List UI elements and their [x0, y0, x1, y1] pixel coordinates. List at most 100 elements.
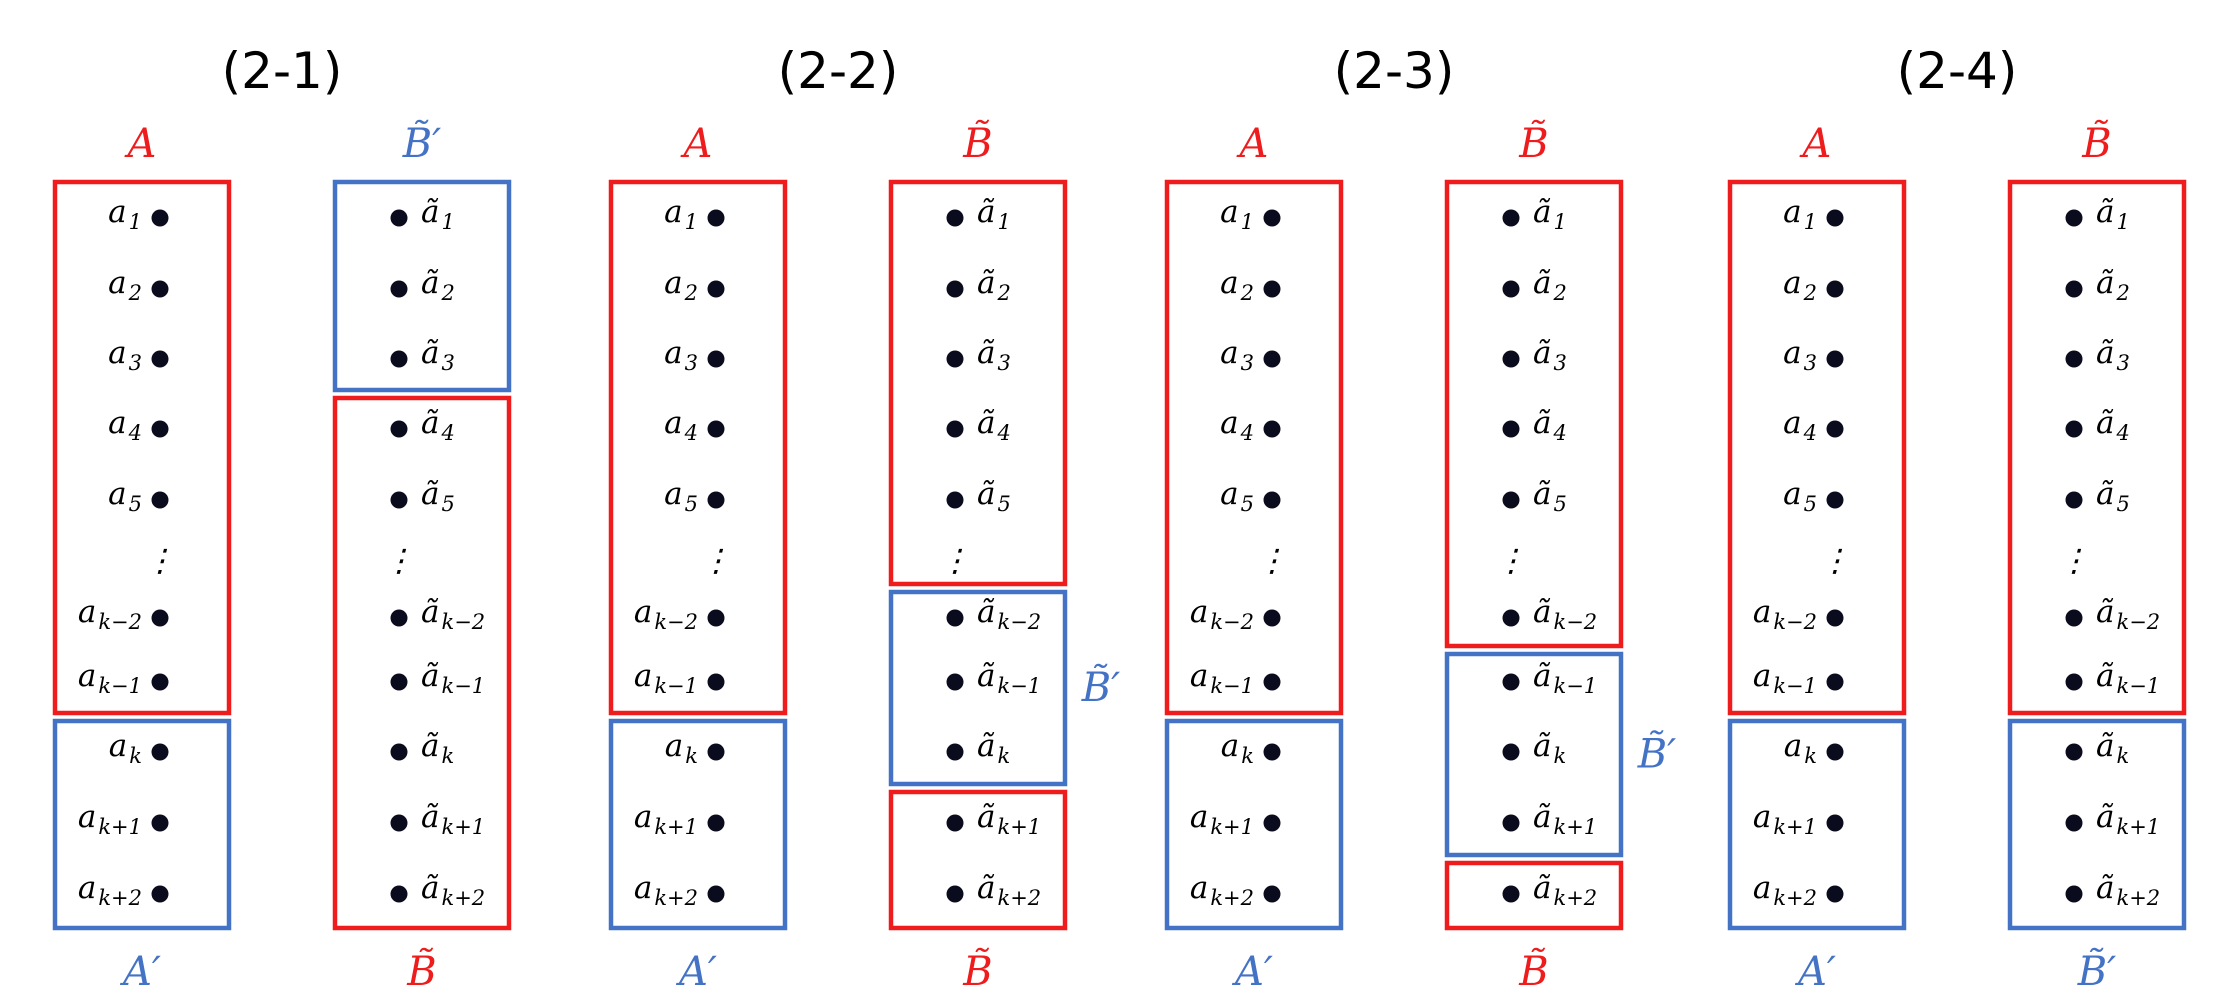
panel-3-right-side-label: B̃′	[1637, 730, 1676, 777]
panel-4-left-element-dot	[1826, 209, 1844, 227]
panel-1: (2-1)AA′a1a2a3a4a5⋮ak−2ak−1akak+1ak+2B̃′…	[52, 42, 512, 995]
panel-2-left-element-label: ak−2	[634, 594, 698, 634]
panel-4-right-top-label: B̃	[2081, 120, 2111, 167]
panel-3-right-element-label: ãk+2	[1533, 870, 1597, 910]
panel-2-left-element-dot	[707, 885, 725, 903]
panel-4-right-element-dot	[2065, 814, 2083, 832]
panel-2-right-element-label: ã1	[977, 194, 1011, 234]
panel-2-right-element-label: ãk−1	[977, 658, 1041, 698]
panel-2-right-element-dot	[946, 350, 964, 368]
panel-1-left-element-dot	[151, 743, 169, 761]
panel-1-right-box-2-red	[332, 395, 512, 931]
panel-title: (2-3)	[1334, 42, 1455, 100]
panel-2-left-element-label: ak	[665, 728, 698, 768]
panel-4-left-element-dot	[1826, 609, 1844, 627]
panel-4-left-element-label: ak	[1784, 728, 1817, 768]
panel-1-left-element-dot	[151, 420, 169, 438]
panel-2-left-bottom-label: A′	[675, 949, 717, 995]
panel-4-right-element-dot	[2065, 491, 2083, 509]
panel-3-left-element-dot	[1263, 885, 1281, 903]
panel-2-left-element-dot	[707, 420, 725, 438]
panel-4-left-element-label: a3	[1783, 335, 1817, 375]
panel-3-left-vdots: ⋮	[1257, 543, 1288, 579]
panel-2-left-element-dot	[707, 814, 725, 832]
panel-2-right-element-dot	[946, 491, 964, 509]
panel-2-left-element-dot	[707, 280, 725, 298]
panel-1-right-bottom-label: B̃	[406, 948, 436, 995]
panel-1-right-element-label: ã1	[421, 194, 455, 234]
panel-1-left-element-label: a3	[108, 335, 142, 375]
panel-4-right-element-label: ã4	[2096, 405, 2130, 445]
panel-1-left-element-label: ak−2	[78, 594, 142, 634]
panel-2-left-top-label: A	[680, 121, 713, 167]
panel-4-right-element-label: ãk+1	[2096, 799, 2160, 839]
panel-2-right-element-dot	[946, 420, 964, 438]
panel-2-right-box-1-red	[888, 179, 1068, 587]
panel-1-right-element-dot	[390, 209, 408, 227]
panel-4-left-element-label: ak+2	[1753, 870, 1817, 910]
panel-3-left-element-label: a5	[1220, 476, 1254, 516]
panel-1-right-element-label: ãk+1	[421, 799, 485, 839]
panel-2-right-element-dot	[946, 814, 964, 832]
panel-3-right-bottom-label: B̃	[1518, 948, 1548, 995]
panel-1-right-vdots: ⋮	[384, 543, 415, 579]
panel-3-right-element-label: ãk+1	[1533, 799, 1597, 839]
panel-1-left-element-dot	[151, 673, 169, 691]
panel-2-right-element-label: ãk+1	[977, 799, 1041, 839]
panel-4: (2-4)AA′a1a2a3a4a5⋮ak−2ak−1akak+1ak+2B̃B…	[1727, 42, 2187, 995]
panel-4-left-bottom-label: A′	[1794, 949, 1836, 995]
panel-4-right-element-dot	[2065, 280, 2083, 298]
panel-3-left-element-dot	[1263, 280, 1281, 298]
panel-4-left-element-label: a2	[1783, 265, 1817, 305]
panel-1-left-element-label: ak−1	[78, 658, 142, 698]
panel-2-right-element-dot	[946, 743, 964, 761]
panel-1-right-box-1-blue	[332, 179, 512, 393]
panel-3-left-element-label: a4	[1220, 405, 1254, 445]
panel-2-right-top-label: B̃	[962, 120, 992, 167]
panel-1-left-vdots: ⋮	[145, 543, 176, 579]
panel-title: (2-2)	[778, 42, 899, 100]
panel-1-right-element-label: ãk−1	[421, 658, 485, 698]
panel-3-left-element-label: a3	[1220, 335, 1254, 375]
panel-2-right-bottom-label: B̃	[962, 948, 992, 995]
panel-2-left-element-dot	[707, 350, 725, 368]
panel-1-right-element-dot	[390, 743, 408, 761]
panel-4-right-element-label: ã1	[2096, 194, 2130, 234]
panel-3-right-element-dot	[1502, 280, 1520, 298]
panel-4-left-vdots: ⋮	[1820, 543, 1851, 579]
panel-1-left-element-label: ak+2	[78, 870, 142, 910]
panel-1-right-element-dot	[390, 280, 408, 298]
panel-4-right-element-label: ãk	[2096, 728, 2129, 768]
panel-1-right-element-label: ã2	[421, 265, 455, 305]
panel-2-left-element-label: a4	[664, 405, 698, 445]
panel-1-left-element-dot	[151, 491, 169, 509]
panel-2-left-element-dot	[707, 491, 725, 509]
panel-1-right-element-dot	[390, 885, 408, 903]
panel-4-right-element-dot	[2065, 420, 2083, 438]
panel-3-right-element-label: ã1	[1533, 194, 1567, 234]
panel-3-left-element-dot	[1263, 209, 1281, 227]
panel-3-right-element-dot	[1502, 673, 1520, 691]
panel-3-left-element-dot	[1263, 609, 1281, 627]
panel-2-left-element-label: ak+1	[634, 799, 698, 839]
panel-4-left-element-dot	[1826, 420, 1844, 438]
panel-title: (2-1)	[222, 42, 343, 100]
panel-1-right-element-label: ã3	[421, 335, 455, 375]
panel-1-left-element-label: ak+1	[78, 799, 142, 839]
panel-1-left-element-dot	[151, 209, 169, 227]
panel-3-right-box-2-blue	[1444, 651, 1624, 858]
panel-title: (2-4)	[1897, 42, 2018, 100]
panel-1-left-bottom-label: A′	[119, 949, 161, 995]
panel-2-right-element-dot	[946, 280, 964, 298]
panel-2-right-box-3-red	[888, 789, 1068, 931]
panel-2-right-side-label: B̃′	[1081, 664, 1120, 711]
panel-3-right-element-label: ã3	[1533, 335, 1567, 375]
panel-3-right-top-label: B̃	[1518, 120, 1548, 167]
panel-1-right-element-dot	[390, 420, 408, 438]
panel-4-right-box-2-blue	[2007, 718, 2187, 931]
panel-2-left-element-label: a2	[664, 265, 698, 305]
panel-1-left-element-label: a1	[108, 194, 142, 234]
panel-4-left-element-dot	[1826, 350, 1844, 368]
